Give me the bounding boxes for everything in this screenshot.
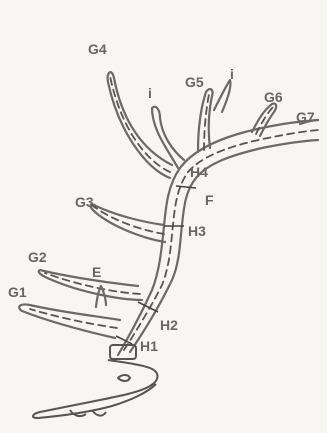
label-f: F: [205, 193, 214, 207]
tine-g2: [39, 270, 142, 300]
label-g4: G4: [88, 42, 107, 56]
label-g1: G1: [8, 285, 27, 299]
label-g2: G2: [28, 250, 47, 264]
label-g6: G6: [264, 90, 283, 104]
tine-g1: [19, 304, 120, 338]
tine-g6: [252, 103, 276, 136]
point-i-right: [214, 80, 231, 112]
label-i-right: i: [230, 67, 234, 81]
label-i-left: i: [148, 86, 152, 100]
label-g3: G3: [75, 195, 94, 209]
label-g5: G5: [185, 75, 204, 89]
label-h1: H1: [140, 339, 158, 353]
label-h4: H4: [190, 165, 208, 179]
label-h3: H3: [188, 224, 206, 238]
point-i-left: [152, 107, 184, 168]
label-e: E: [92, 265, 101, 279]
label-g7: G7: [296, 110, 315, 124]
skull: [33, 345, 158, 418]
label-h2: H2: [160, 318, 178, 332]
tine-g5: [198, 89, 213, 152]
tine-g3: [91, 204, 165, 242]
